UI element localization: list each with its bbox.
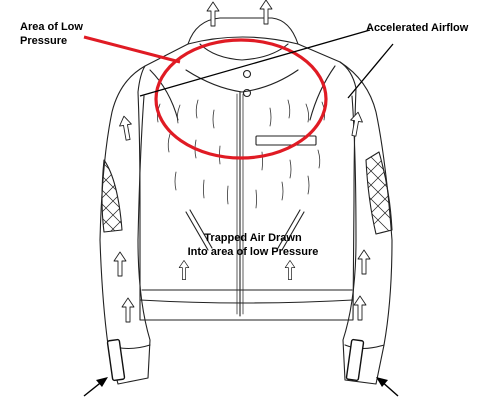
up-arrow-icon bbox=[119, 115, 132, 141]
accelerated-airflow-pointer bbox=[139, 29, 371, 97]
jacket-outline bbox=[99, 17, 393, 385]
accelerated-airflow-label: Accelerated Airflow bbox=[366, 22, 469, 34]
collar-inner bbox=[199, 43, 289, 61]
up-arrow-icon bbox=[259, 0, 273, 25]
collar-snap-bottom bbox=[242, 88, 252, 98]
right-sleeve bbox=[339, 61, 393, 385]
left-sleeve bbox=[99, 65, 151, 385]
low-pressure-pointer bbox=[83, 35, 181, 64]
pointer-arrow-icon bbox=[376, 377, 399, 397]
low-pressure-label: Area of Low Pressure bbox=[20, 21, 83, 47]
collar bbox=[187, 17, 299, 45]
up-arrow-icon bbox=[113, 251, 127, 277]
trapped-air-label: Trapped Air Drawn Into area of low Press… bbox=[178, 231, 328, 259]
pocket-slit-right bbox=[277, 209, 301, 249]
airflow-arrows bbox=[113, 0, 371, 323]
up-arrow-icon bbox=[121, 297, 135, 323]
trapped-air-label-line2: Into area of low Pressure bbox=[187, 246, 319, 258]
chest-pocket bbox=[255, 135, 317, 146]
pointer-arrow-icon bbox=[83, 377, 108, 397]
pocket-slit-left bbox=[189, 209, 213, 249]
jacket-body bbox=[137, 36, 357, 321]
trapped-air-strokes bbox=[156, 99, 326, 209]
up-arrow-icon bbox=[284, 260, 296, 280]
up-arrow-icon bbox=[353, 295, 367, 321]
up-arrow-icon bbox=[350, 111, 363, 137]
low-pressure-zone bbox=[154, 38, 328, 160]
trapped-air-label-line1: Trapped Air Drawn bbox=[204, 232, 302, 244]
left-cuff-strap bbox=[106, 338, 126, 382]
right-cuff-strap bbox=[345, 338, 365, 382]
collar-snap-top bbox=[242, 69, 252, 79]
up-arrow-icon bbox=[178, 260, 190, 280]
up-arrow-icon bbox=[206, 1, 220, 27]
up-arrow-icon bbox=[357, 249, 371, 275]
accelerated-airflow-pointer-right bbox=[347, 43, 394, 99]
